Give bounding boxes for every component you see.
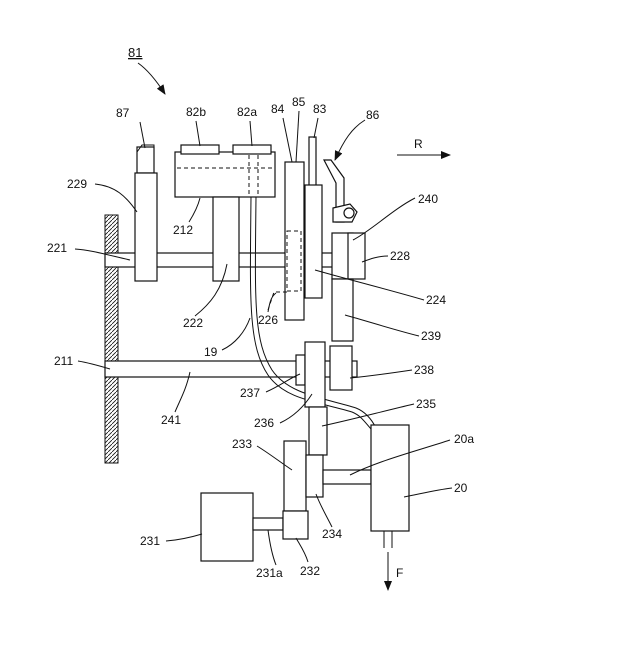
leader-239 (345, 315, 419, 336)
part-82b (181, 145, 219, 154)
shaft-231a (253, 518, 283, 530)
label-237: 237 (240, 386, 260, 400)
label-241: 241 (161, 413, 181, 427)
label-20: 20 (454, 481, 468, 495)
leader-87 (140, 122, 145, 148)
label-81: 81 (128, 45, 142, 60)
label-222: 222 (183, 316, 203, 330)
label-86: 86 (366, 108, 380, 122)
gear-232 (283, 511, 308, 539)
label-84: 84 (271, 102, 285, 116)
label-236: 236 (254, 416, 274, 430)
label-233: 233 (232, 437, 252, 451)
label-226: 226 (258, 313, 278, 327)
part-212 (175, 152, 275, 197)
part-83-rod (309, 137, 316, 187)
label-231: 231 (140, 534, 160, 548)
label-212: 212 (173, 223, 193, 237)
label-82a: 82a (237, 105, 257, 119)
label-224: 224 (426, 293, 446, 307)
gear-238 (330, 346, 352, 390)
leader-20 (404, 488, 452, 497)
leader-234 (316, 494, 332, 527)
leader-226 (268, 293, 276, 312)
part-82a (233, 145, 271, 154)
motor-20 (371, 425, 409, 531)
label-234: 234 (322, 527, 342, 541)
leader-82b (196, 121, 200, 146)
label-20a: 20a (454, 432, 474, 446)
label-232: 232 (300, 564, 320, 578)
label-221: 221 (47, 241, 67, 255)
leader-238 (350, 370, 412, 378)
label-239: 239 (421, 329, 441, 343)
gear-233 (284, 441, 306, 511)
label-83: 83 (313, 102, 327, 116)
leader-231a (268, 530, 276, 565)
label-231a: 231a (256, 566, 283, 580)
part-229 (135, 173, 157, 281)
label-R: R (414, 137, 423, 151)
leader-228 (362, 256, 388, 262)
frame-wall (105, 215, 118, 463)
part-87-tip (137, 147, 154, 173)
leader-85 (296, 111, 299, 162)
label-240: 240 (418, 192, 438, 206)
leader-19 (222, 318, 250, 350)
leader-84 (283, 118, 292, 162)
motor-231 (201, 493, 253, 561)
label-85: 85 (292, 95, 306, 109)
label-87: 87 (116, 106, 130, 120)
gear-239 (332, 279, 353, 341)
leader-212 (189, 198, 200, 222)
leader-241 (175, 372, 190, 412)
label-238: 238 (414, 363, 434, 377)
gear-236 (305, 342, 325, 407)
leader-81-arrow (138, 63, 165, 94)
gear-237 (296, 355, 305, 385)
label-211: 211 (54, 354, 73, 368)
label-229: 229 (67, 177, 87, 191)
leader-231 (166, 534, 202, 541)
leader-86-arrow (335, 120, 365, 160)
label-F: F (396, 566, 403, 580)
leader-224 (315, 270, 424, 300)
leader-232 (296, 538, 308, 562)
label-82b: 82b (186, 105, 206, 119)
gear-235 (309, 407, 327, 455)
leader-83 (314, 118, 318, 138)
leader-229 (95, 184, 137, 212)
gear-228 (348, 233, 365, 279)
part-224 (305, 185, 322, 298)
label-228: 228 (390, 249, 410, 263)
label-235: 235 (416, 397, 436, 411)
label-19: 19 (204, 345, 218, 359)
lever-86-pivot (344, 208, 354, 218)
leader-82a (250, 121, 252, 146)
gear-234 (306, 455, 323, 497)
shaft-20a (323, 470, 371, 484)
